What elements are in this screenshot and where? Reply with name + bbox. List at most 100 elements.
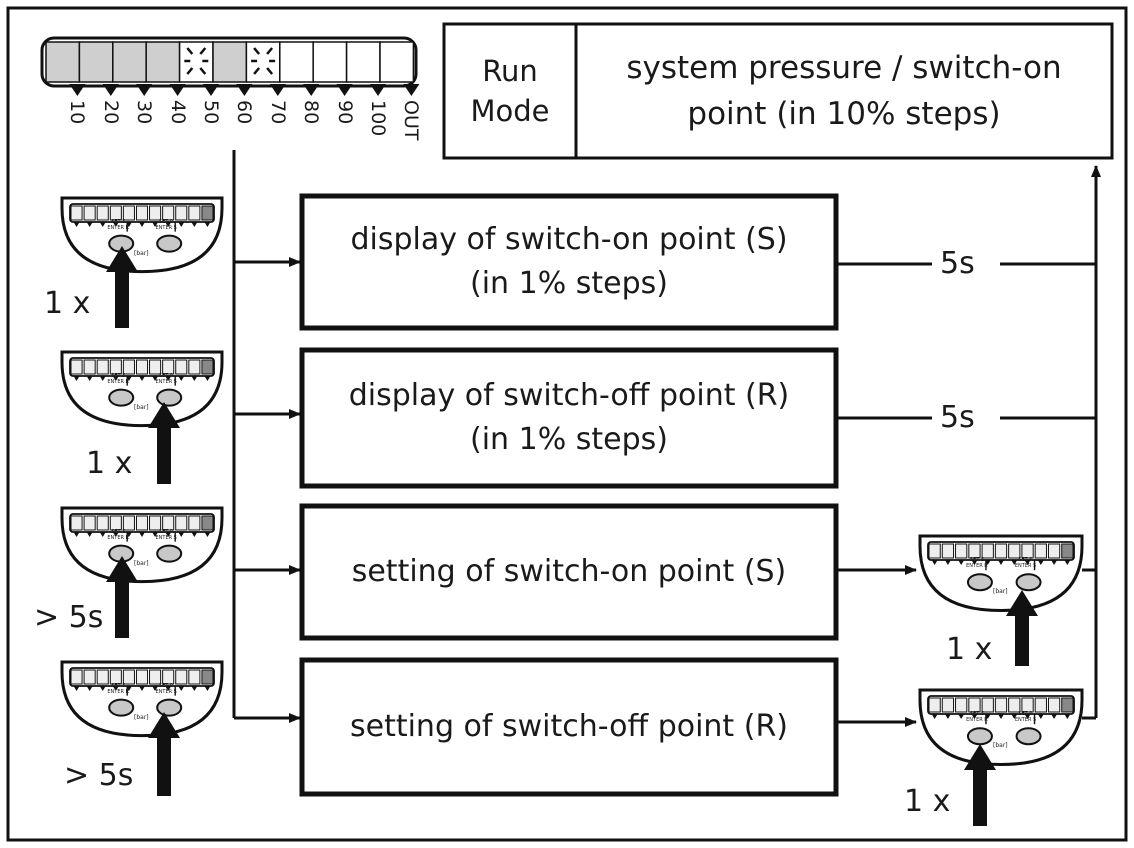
run-mode-box (442, 22, 1114, 160)
device-bar-pointer (99, 222, 106, 227)
bar-scale-label-80: 80 (300, 100, 323, 125)
device-2 (60, 350, 224, 484)
device-bar-segment (188, 515, 201, 531)
box-2-line1: display of switch-off point (R) (348, 378, 790, 413)
bar-pointer-30 (136, 84, 153, 96)
device-unit-label: [bar] (134, 403, 149, 411)
device-bar-pointer (944, 714, 951, 719)
device-key-left (108, 698, 135, 717)
press-arrow (148, 402, 180, 484)
bar-pointer-50 (203, 84, 219, 96)
box-3-line1: setting of switch-on point (S) (351, 554, 787, 589)
device-bar-pointer (204, 686, 211, 691)
device-key-label-line2: ENTER S (155, 688, 177, 695)
device-bar-pointer (958, 714, 965, 719)
blink-mark (186, 67, 194, 75)
delay-label-1: 5s (940, 246, 975, 281)
device-bar-pointer (178, 532, 185, 537)
device-bar-segment (994, 543, 1008, 559)
blink-mark (199, 47, 207, 55)
device-bar-pointer (86, 686, 93, 691)
device-bar-segment (122, 515, 135, 531)
device-key-right (156, 544, 183, 563)
device-bar-pointer (191, 222, 198, 227)
bar-segment-20 (78, 41, 114, 83)
bar-graph-display (40, 36, 420, 96)
device-key-label-line1: SET R (158, 218, 174, 225)
bar-segment-80 (279, 41, 314, 83)
box-display-switch-off (299, 347, 839, 489)
device-bar-pointer (73, 376, 80, 381)
device-unit-label: [bar] (993, 588, 1008, 596)
device-3 (60, 506, 224, 638)
device-6 (918, 688, 1084, 826)
device-bar-segment (135, 669, 149, 685)
device-bar-pointer (112, 686, 119, 691)
device-4 (60, 660, 224, 796)
device-bar-pointer (86, 532, 93, 537)
device-bar-pointer (1011, 560, 1018, 565)
bar-segment-40 (145, 41, 181, 83)
device-key-right (156, 388, 183, 407)
device-bar-pointer (958, 560, 965, 565)
device-bar-segment (83, 515, 96, 531)
box-setting-switch-on-text: setting of switch-on point (S) (306, 510, 832, 634)
device-key-label-line2: ENTER S (155, 378, 177, 385)
run-mode-label: Run Mode (446, 26, 574, 156)
device-bar-segment (1008, 697, 1021, 713)
device-bar-pointer (944, 560, 951, 565)
box-display-switch-on (299, 193, 839, 331)
device-bar-pointer (204, 222, 211, 227)
device-bar-pointer (139, 222, 145, 227)
device-bar-pointer (1024, 560, 1031, 565)
device-bar-segment (96, 669, 109, 685)
box-4-line1: setting of switch-off point (R) (349, 709, 788, 744)
device-bar-segment (96, 205, 109, 221)
bar-pointer-OUT (403, 84, 420, 96)
bar-pointers (69, 84, 420, 96)
device-1 (60, 196, 224, 328)
device-bar-pointer (73, 222, 80, 227)
device-bar-segment (162, 515, 175, 531)
device-key-label-line1: SET R (1018, 557, 1033, 564)
device-unit-label: [bar] (134, 559, 149, 567)
box-setting-switch-on (299, 503, 839, 641)
delay-label-2: 5s (940, 400, 975, 435)
bar-segment-30 (112, 41, 147, 83)
device-key-label-line1: SET S (111, 218, 126, 225)
device-bar-segment (122, 669, 135, 685)
device-bar-segment (955, 697, 968, 713)
device-bar-segment (109, 515, 122, 531)
device-key-left (966, 727, 993, 746)
device-key-label-line2: ENTER R (107, 688, 130, 695)
device-key-right (156, 698, 183, 717)
device-bar-segment (928, 543, 941, 559)
run-mode-desc-line2: point (in 10% steps) (687, 96, 1001, 132)
device-bar-segment (201, 669, 214, 685)
device-bar-segment (928, 697, 941, 713)
device-key-right (1015, 727, 1042, 746)
device-key-label-line1: SET R (1018, 711, 1033, 718)
device-key-label-line2: ENTER R (966, 563, 988, 570)
device-bar-segment (1021, 543, 1034, 559)
bar-segment-OUT (379, 41, 415, 83)
bar-pointer-20 (102, 84, 119, 96)
device-bar-pointer (139, 376, 145, 381)
device-key-label-line2: ENTER R (107, 378, 130, 385)
device-bar-pointer (178, 222, 185, 227)
press-label-4: > 5s (64, 758, 134, 793)
device-bar-pointer (204, 532, 211, 537)
device-bar-pointer (165, 532, 172, 537)
device-bar-segment (162, 669, 175, 685)
device-bar-pointer (165, 686, 172, 691)
device-unit-label: [bar] (134, 249, 149, 257)
device-bar-segment (162, 205, 175, 221)
press-label-1: 1 x (44, 286, 91, 321)
device-bar-segment (1061, 543, 1074, 559)
device-bar-pointer (112, 376, 119, 381)
device-bar-pointer (998, 560, 1004, 565)
blink-mark (266, 47, 274, 55)
